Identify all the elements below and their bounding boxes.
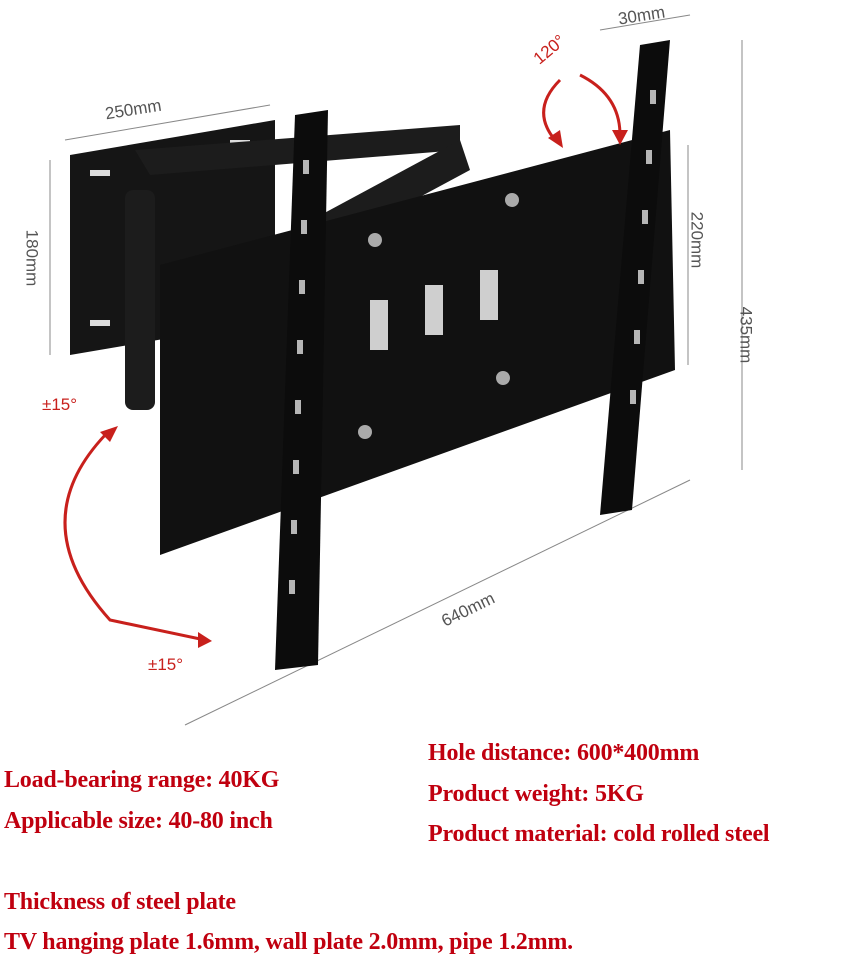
spec-thickness-title: Thickness of steel plate: [4, 889, 236, 915]
spec-product-weight: Product weight: 5KG: [428, 781, 644, 807]
dimension-wall-height: 180mm: [22, 229, 42, 287]
spec-hole-distance: Hole distance: 600*400mm: [428, 740, 700, 766]
spec-thickness-detail: TV hanging plate 1.6mm, wall plate 2.0mm…: [4, 929, 573, 955]
swivel-angle-bottom-label: ±15°: [148, 655, 184, 674]
dimension-plate-height: 220mm: [687, 211, 707, 269]
vertical-brackets: [275, 40, 670, 670]
spec-material: Product material: cold rolled steel: [428, 821, 770, 847]
dimension-lines: [49, 14, 743, 726]
spec-applicable-size: Applicable size: 40-80 inch: [4, 808, 273, 834]
spec-load-bearing: Load-bearing range: 40KG: [4, 767, 280, 793]
dimension-total-height: 435mm: [736, 306, 756, 364]
tv-mount-illustration: [49, 14, 743, 726]
rotation-arrows: [63, 73, 622, 642]
swivel-angle-top-label: ±15°: [42, 395, 78, 414]
